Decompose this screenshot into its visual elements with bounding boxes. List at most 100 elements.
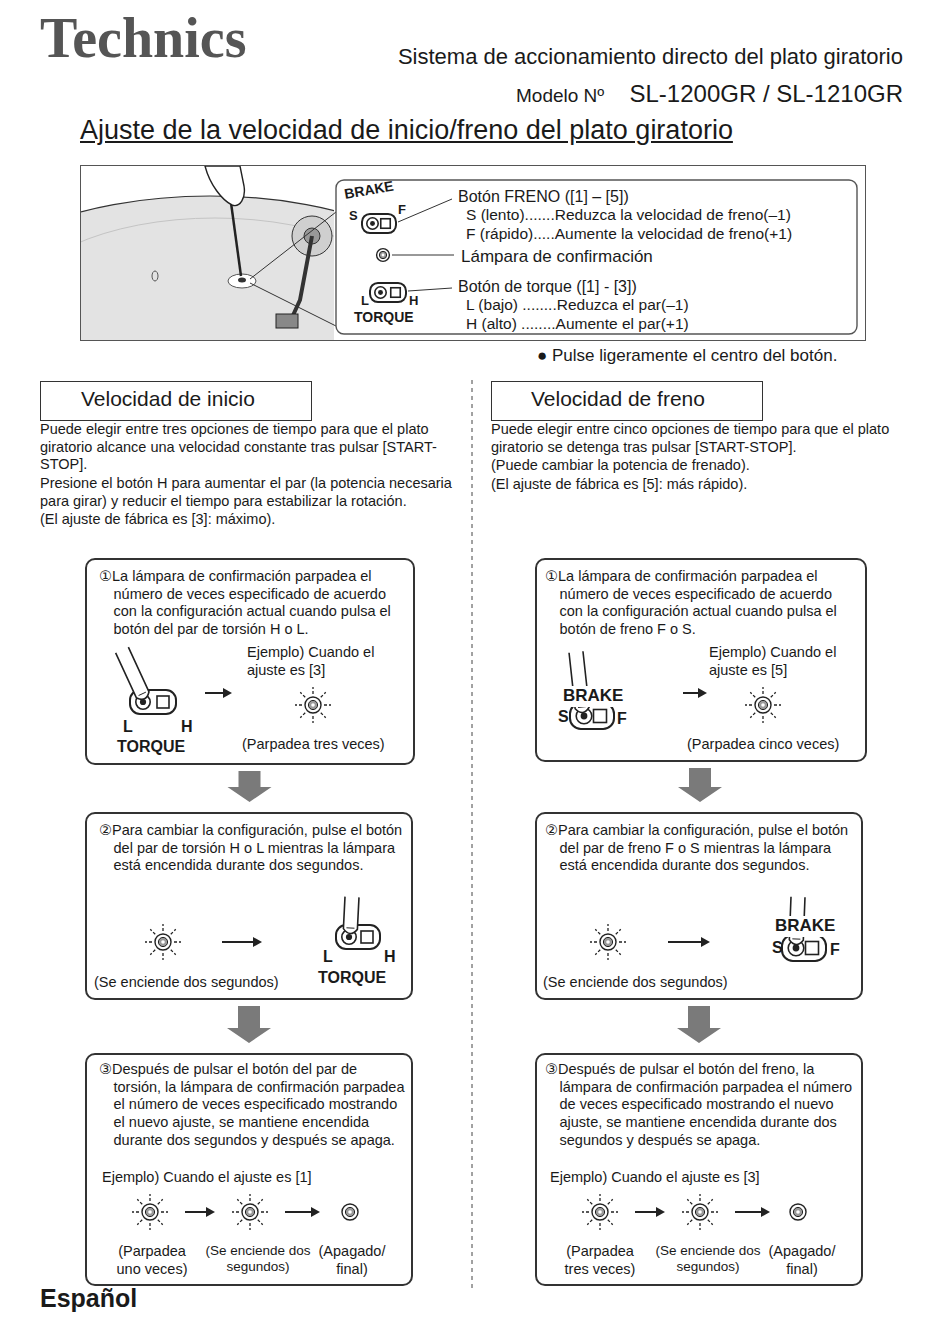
lamp-core	[595, 1207, 604, 1216]
lamp-core	[603, 937, 612, 946]
turntable-illustration	[81, 166, 334, 340]
step-arrow-shaft	[185, 1211, 209, 1213]
button-label: S	[772, 938, 783, 958]
platter-mark	[152, 271, 158, 281]
lamp-ray	[295, 704, 302, 705]
lamp-core	[308, 700, 317, 709]
lamp-ray	[324, 704, 331, 705]
lamp-caption: (Apagado/ final)	[759, 1243, 845, 1278]
step-arrow-head	[253, 937, 262, 947]
lamp-ray	[587, 1199, 592, 1204]
lamp-ray	[158, 1220, 163, 1225]
lamp-ring	[755, 697, 771, 713]
lamp-ray	[687, 1220, 692, 1225]
button-label: L	[361, 293, 369, 309]
push-button-icon	[362, 214, 396, 233]
finger-nail	[139, 692, 146, 695]
button-right	[391, 288, 401, 298]
finger-nail	[346, 927, 354, 928]
step-box: ①La lámpara de confirmación parpadea el …	[535, 558, 867, 762]
lamp-glint	[698, 1210, 702, 1214]
section-heading-box: Velocidad de freno	[491, 381, 763, 421]
push-button-icon	[370, 283, 406, 302]
button-label: H	[181, 717, 193, 737]
callout-heading: Botón de torque ([1] - [3])	[458, 277, 637, 297]
model-number: SL-1200GR / SL-1210GR	[630, 79, 903, 108]
lamp-glint	[148, 1210, 152, 1214]
lamp-ray	[171, 929, 176, 934]
button-label: L	[123, 717, 133, 737]
instruction-text: ③Después de pulsar el botón del freno, l…	[545, 1061, 855, 1149]
button-label: TORQUE	[318, 968, 386, 988]
section-description: Puede elegir entre tres opciones de tiem…	[40, 421, 458, 474]
step-box: ②Para cambiar la configuración, pulse el…	[85, 812, 413, 1000]
lamp-ray	[611, 1211, 618, 1212]
button-left	[375, 287, 386, 298]
section-heading: Velocidad de inicio	[81, 386, 255, 412]
lamp-ray	[258, 1199, 263, 1204]
section-description: (El ajuste de fábrica es [3]: máximo).	[40, 511, 458, 529]
lamp-ray	[249, 1194, 250, 1201]
step-arrow-shaft	[205, 692, 226, 694]
step-arrow-head	[761, 1207, 770, 1217]
example-note: Ejemplo) Cuando el ajuste es [3]	[247, 644, 407, 679]
lamp-ray	[607, 924, 608, 931]
lamp-ring	[692, 1204, 708, 1220]
lamp-ray	[699, 1194, 700, 1201]
section-heading: Velocidad de freno	[531, 386, 705, 412]
lamp-ray	[762, 716, 763, 723]
confirmation-lamp-icon	[132, 1194, 168, 1230]
lamp-ray	[745, 704, 752, 705]
lamp-glint	[761, 703, 765, 707]
lamp-ray	[321, 692, 326, 697]
pressing-finger	[343, 897, 359, 934]
button-right	[381, 219, 391, 229]
button-label: H	[384, 947, 396, 967]
lamp-caption: (Apagado/ final)	[309, 1243, 395, 1278]
lamp-ring	[242, 1204, 258, 1220]
lamp-ring	[600, 934, 616, 950]
language-label: Español	[40, 1283, 137, 1314]
column-divider	[472, 380, 473, 1290]
lamp-ray	[708, 1199, 713, 1204]
lamp-ray	[145, 941, 152, 942]
lamp-ring	[790, 1204, 806, 1220]
button-body	[362, 214, 396, 233]
lamp-ray	[232, 1211, 239, 1212]
lamp-ray	[150, 929, 155, 934]
step-arrow-head	[223, 688, 232, 698]
headshell	[276, 314, 298, 328]
section-description: Presione el botón H para aumentar el par…	[40, 475, 458, 510]
lamp-ring	[142, 1204, 158, 1220]
document-subtitle: Sistema de accionamiento directo del pla…	[398, 44, 903, 71]
button-label: TORQUE	[354, 309, 414, 326]
confirmation-lamp-icon	[745, 687, 781, 723]
lamp-ray	[300, 692, 305, 697]
lamp-glint	[598, 1210, 602, 1214]
lamp-ray	[607, 953, 608, 960]
spindle-hole	[238, 278, 246, 283]
lamp-ray	[774, 704, 781, 705]
page-title: Ajuste de la velocidad de inicio/freno d…	[80, 114, 733, 147]
model-label: Modelo Nº	[516, 84, 604, 107]
lamp-ray	[300, 713, 305, 718]
callout-heading: Botón FRENO ([1] – [5])	[458, 187, 629, 207]
lamp-ray	[590, 941, 597, 942]
lamp-ray	[258, 1220, 263, 1225]
lamp-ray	[312, 687, 313, 694]
lamp-ray	[762, 687, 763, 694]
flow-arrow	[227, 1006, 271, 1043]
step-arrow-head	[701, 937, 710, 947]
flow-arrow	[678, 768, 722, 802]
lamp-ray	[608, 1220, 613, 1225]
tonearm	[290, 236, 312, 322]
step-arrow-shaft	[735, 1211, 764, 1213]
lamp-glint	[311, 703, 315, 707]
lamp-ray	[582, 1211, 589, 1212]
note-text: ● Pulse ligeramente el centro del botón.	[537, 346, 837, 367]
lamp-ring	[592, 1204, 608, 1220]
step-box: ③Después de pulsar el botón del freno, l…	[535, 1053, 863, 1286]
lamp-glint	[382, 254, 385, 257]
spindle-highlight	[228, 274, 256, 288]
flow-arrow	[228, 771, 272, 802]
